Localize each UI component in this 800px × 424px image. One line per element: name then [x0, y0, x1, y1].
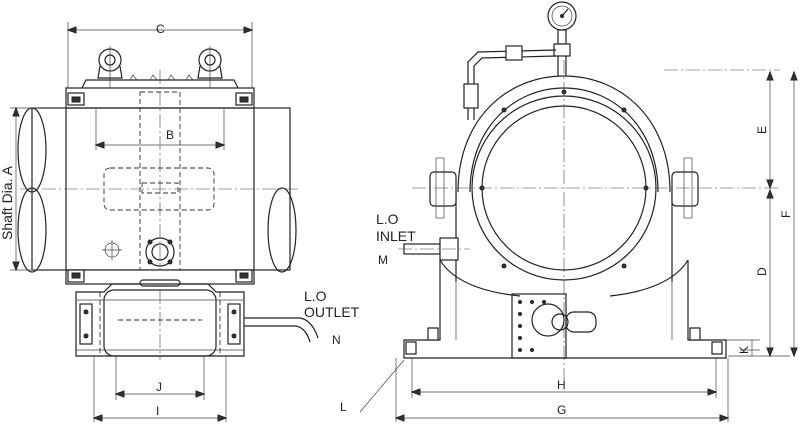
- dim-label-m: M: [378, 253, 388, 267]
- dim-label-n: N: [332, 333, 341, 347]
- dim-label-i: I: [156, 404, 159, 418]
- dim-label-j: J: [156, 380, 162, 394]
- dim-label-shaft-dia: Shaft Dia. A: [0, 165, 15, 240]
- pressure-gauge: [547, 1, 577, 57]
- dim-label-e: E: [755, 126, 769, 134]
- eye-bolt-right: [197, 46, 223, 90]
- lo-outlet-label-line2: OUTLET: [304, 304, 360, 320]
- dim-label-f: F: [779, 211, 793, 218]
- dim-label-d: D: [755, 267, 769, 276]
- dim-label-b: B: [166, 128, 174, 142]
- dim-label-l: L: [340, 400, 347, 414]
- drain-flange: [102, 237, 175, 267]
- lo-outlet-label-line1: L.O: [304, 288, 327, 304]
- eye-bolt-left: [97, 46, 123, 90]
- dim-label-h: H: [557, 378, 566, 392]
- lo-inlet-label-line1: L.O: [376, 211, 399, 227]
- dim-label-g: G: [557, 403, 566, 417]
- side-view: [10, 22, 319, 422]
- dim-label-k: K: [737, 346, 751, 354]
- lo-inlet-label-line2: INLET: [376, 228, 416, 244]
- oil-flange: [511, 293, 597, 359]
- dim-label-c: C: [156, 22, 165, 36]
- front-view: [359, 1, 798, 422]
